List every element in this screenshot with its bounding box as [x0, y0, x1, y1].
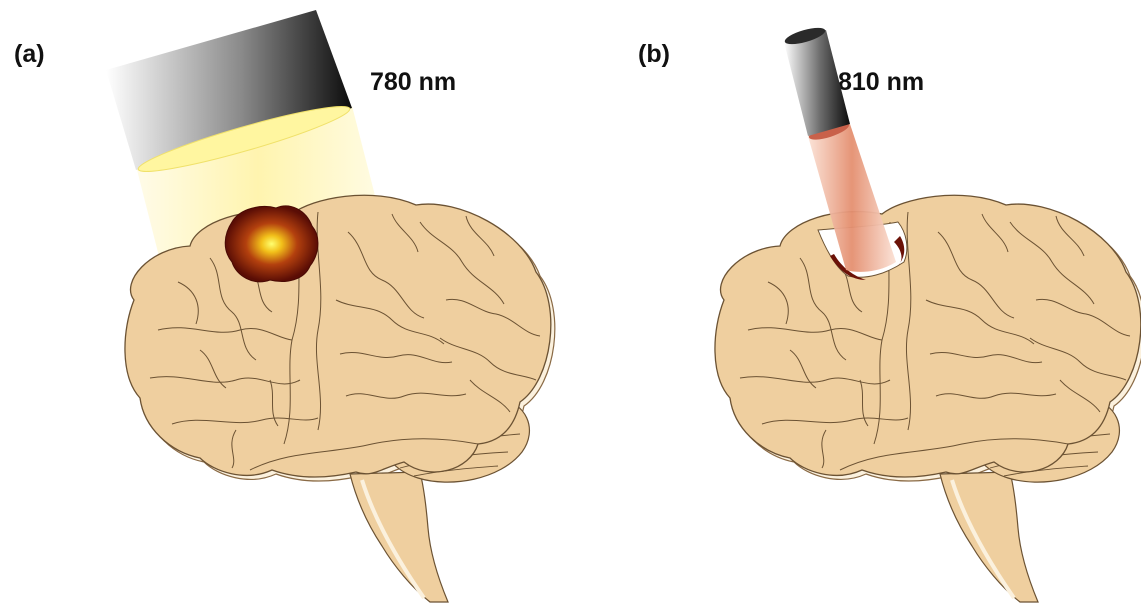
panel-a-label: (a) [14, 40, 45, 68]
panel-b: (b) 810 nm [638, 24, 1141, 602]
brain-icon [125, 195, 555, 602]
brain-icon [715, 195, 1141, 602]
lesion-icon [225, 206, 318, 282]
panel-b-wavelength: 810 nm [838, 68, 924, 96]
panel-a: (a) 780 nm [14, 10, 555, 602]
panel-b-label: (b) [638, 40, 670, 68]
panel-a-wavelength: 780 nm [370, 68, 456, 96]
